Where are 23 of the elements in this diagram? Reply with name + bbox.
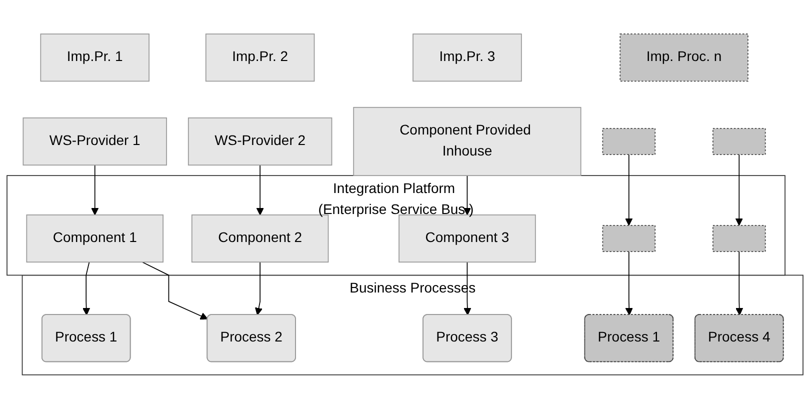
node-box: Imp.Pr. 1 <box>40 33 150 82</box>
node-box <box>602 224 656 252</box>
arrow <box>463 174 472 215</box>
node-box: Imp.Pr. 2 <box>205 33 315 82</box>
node-box: Component 1 <box>26 214 164 262</box>
node-box: WS-Provider 1 <box>22 117 167 166</box>
arrow <box>625 250 633 315</box>
arrow <box>464 261 472 315</box>
node-box <box>712 128 766 155</box>
node-box: Imp.Pr. 3 <box>412 33 522 82</box>
arrow <box>735 154 743 226</box>
arrow <box>736 250 744 315</box>
arrow <box>142 261 208 320</box>
arrow <box>82 261 90 315</box>
node-box <box>712 224 766 252</box>
node-box: Component Provided Inhouse <box>353 106 582 176</box>
arrow <box>254 261 263 315</box>
arrow <box>625 154 633 226</box>
node-box <box>602 128 656 155</box>
node-box: WS-Provider 2 <box>188 117 332 166</box>
arrow <box>256 164 264 215</box>
node-box: Imp. Proc. n <box>620 33 748 82</box>
arrow <box>91 164 99 215</box>
